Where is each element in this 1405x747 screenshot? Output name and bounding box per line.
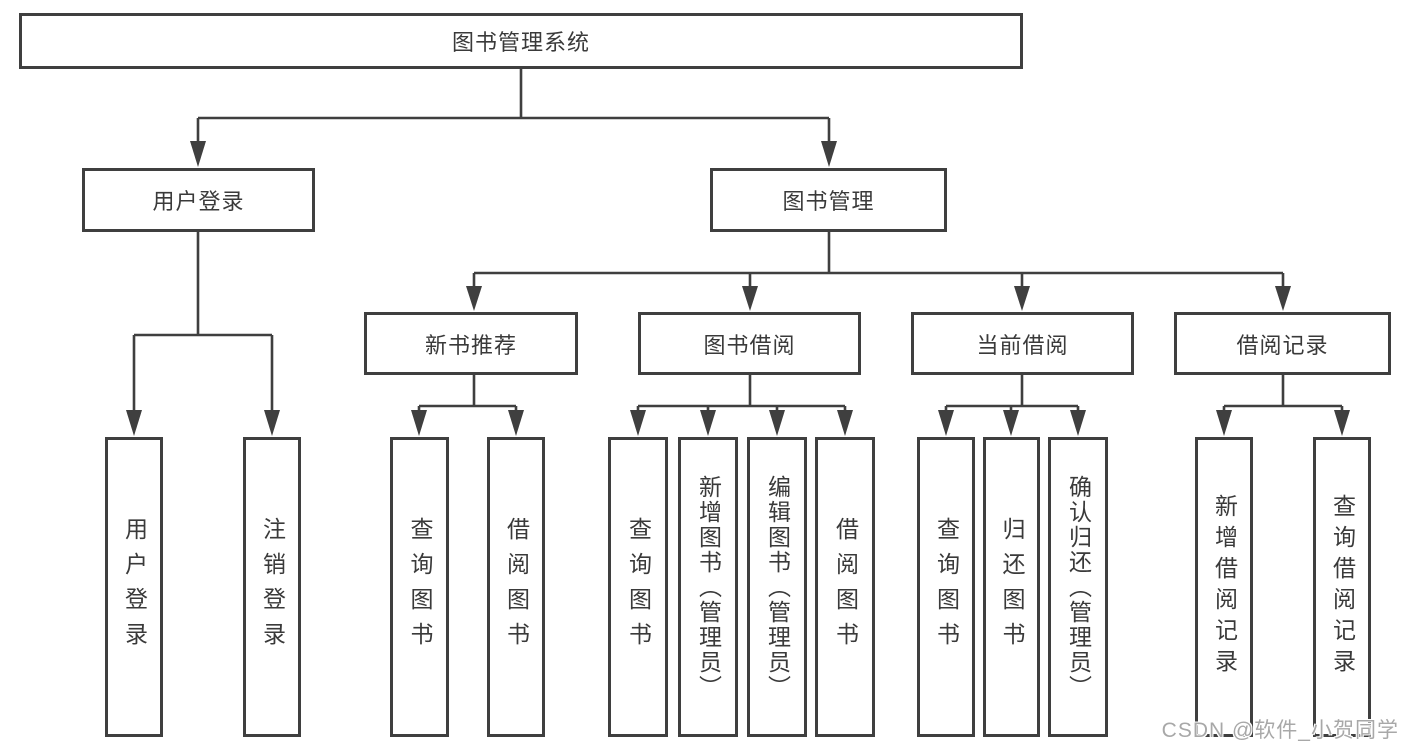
- node-book-borrow: 图书借阅: [638, 312, 861, 375]
- watermark: CSDN @软件_小贺同学: [1161, 719, 1399, 742]
- arrowhead: [1014, 286, 1030, 311]
- arrowhead: [264, 410, 280, 436]
- connector-recommend-to-leaves: [417, 375, 518, 414]
- leaf-query-books-recommend-label: 查询图书: [407, 517, 433, 657]
- leaf-logout: 注销登录: [243, 437, 301, 737]
- leaf-confirm-return-admin-label: 确认归还（管理员）: [1065, 474, 1092, 700]
- connector-current-to-leaves: [944, 375, 1080, 414]
- leaf-query-books-current-label: 查询图书: [933, 517, 960, 657]
- arrowhead: [769, 410, 785, 436]
- leaf-edit-book-admin-label: 编辑图书（管理员）: [764, 474, 791, 700]
- node-new-book-recommend-label: 新书推荐: [424, 332, 517, 358]
- arrowhead: [1334, 410, 1350, 436]
- arrowhead: [1003, 410, 1019, 436]
- connector-bookmgmt-to-level3: [472, 232, 1285, 290]
- leaf-add-book-admin-label: 新增图书（管理员）: [695, 474, 722, 700]
- node-user-login-label: 用户登录: [152, 189, 245, 214]
- leaf-borrow-books-borrow: 借阅图书: [815, 437, 875, 737]
- leaf-query-books-recommend: 查询图书: [390, 437, 449, 737]
- leaf-query-books-borrow-label: 查询图书: [625, 517, 652, 657]
- leaf-edit-book-admin: 编辑图书（管理员）: [747, 437, 807, 737]
- leaf-borrow-books-recommend: 借阅图书: [487, 437, 545, 737]
- leaf-user-login: 用户登录: [105, 437, 163, 737]
- node-book-management-label: 图书管理: [782, 189, 875, 214]
- leaf-borrow-books-recommend-label: 借阅图书: [503, 517, 530, 657]
- arrowhead: [466, 286, 482, 311]
- node-new-book-recommend: 新书推荐: [364, 312, 578, 375]
- arrowhead: [700, 410, 716, 436]
- leaf-borrow-books-borrow-label: 借阅图书: [832, 517, 859, 657]
- arrowhead: [1275, 286, 1291, 311]
- leaf-query-books-current: 查询图书: [917, 437, 975, 737]
- connector-root-to-level2: [196, 69, 831, 145]
- arrowhead: [821, 141, 837, 167]
- node-borrow-records: 借阅记录: [1174, 312, 1391, 375]
- leaf-logout-label: 注销登录: [259, 517, 286, 657]
- connector-userlogin-to-leaves: [132, 232, 274, 414]
- leaf-confirm-return-admin: 确认归还（管理员）: [1048, 437, 1108, 737]
- leaf-add-borrow-record: 新增借阅记录: [1195, 437, 1253, 737]
- arrowhead: [1216, 410, 1232, 436]
- node-book-borrow-label: 图书借阅: [703, 332, 796, 358]
- arrowhead: [1070, 410, 1086, 436]
- node-book-management: 图书管理: [710, 168, 947, 232]
- leaf-query-borrow-record: 查询借阅记录: [1313, 437, 1371, 737]
- arrowhead: [126, 410, 142, 436]
- leaf-add-borrow-record-label: 新增借阅记录: [1211, 494, 1238, 680]
- leaf-return-book: 归还图书: [983, 437, 1040, 737]
- leaf-user-login-label: 用户登录: [121, 517, 148, 657]
- node-root-label: 图书管理系统: [451, 30, 590, 55]
- arrowhead: [508, 410, 524, 436]
- node-root: 图书管理系统: [19, 13, 1023, 69]
- arrowhead: [837, 410, 853, 436]
- connector-borrow-to-leaves: [636, 375, 847, 414]
- arrowhead: [938, 410, 954, 436]
- node-current-borrow: 当前借阅: [911, 312, 1134, 375]
- connector-records-to-leaves: [1222, 375, 1344, 414]
- leaf-query-books-borrow: 查询图书: [608, 437, 668, 737]
- leaf-return-book-label: 归还图书: [999, 517, 1025, 657]
- arrowhead: [190, 141, 206, 167]
- leaf-query-borrow-record-label: 查询借阅记录: [1329, 494, 1356, 680]
- arrowheads: [126, 141, 1350, 436]
- leaf-add-book-admin: 新增图书（管理员）: [678, 437, 738, 737]
- node-borrow-records-label: 借阅记录: [1236, 332, 1329, 358]
- arrowhead: [411, 410, 427, 436]
- node-user-login: 用户登录: [82, 168, 315, 232]
- arrowhead: [630, 410, 646, 436]
- arrowhead: [742, 286, 758, 311]
- node-current-borrow-label: 当前借阅: [976, 332, 1069, 358]
